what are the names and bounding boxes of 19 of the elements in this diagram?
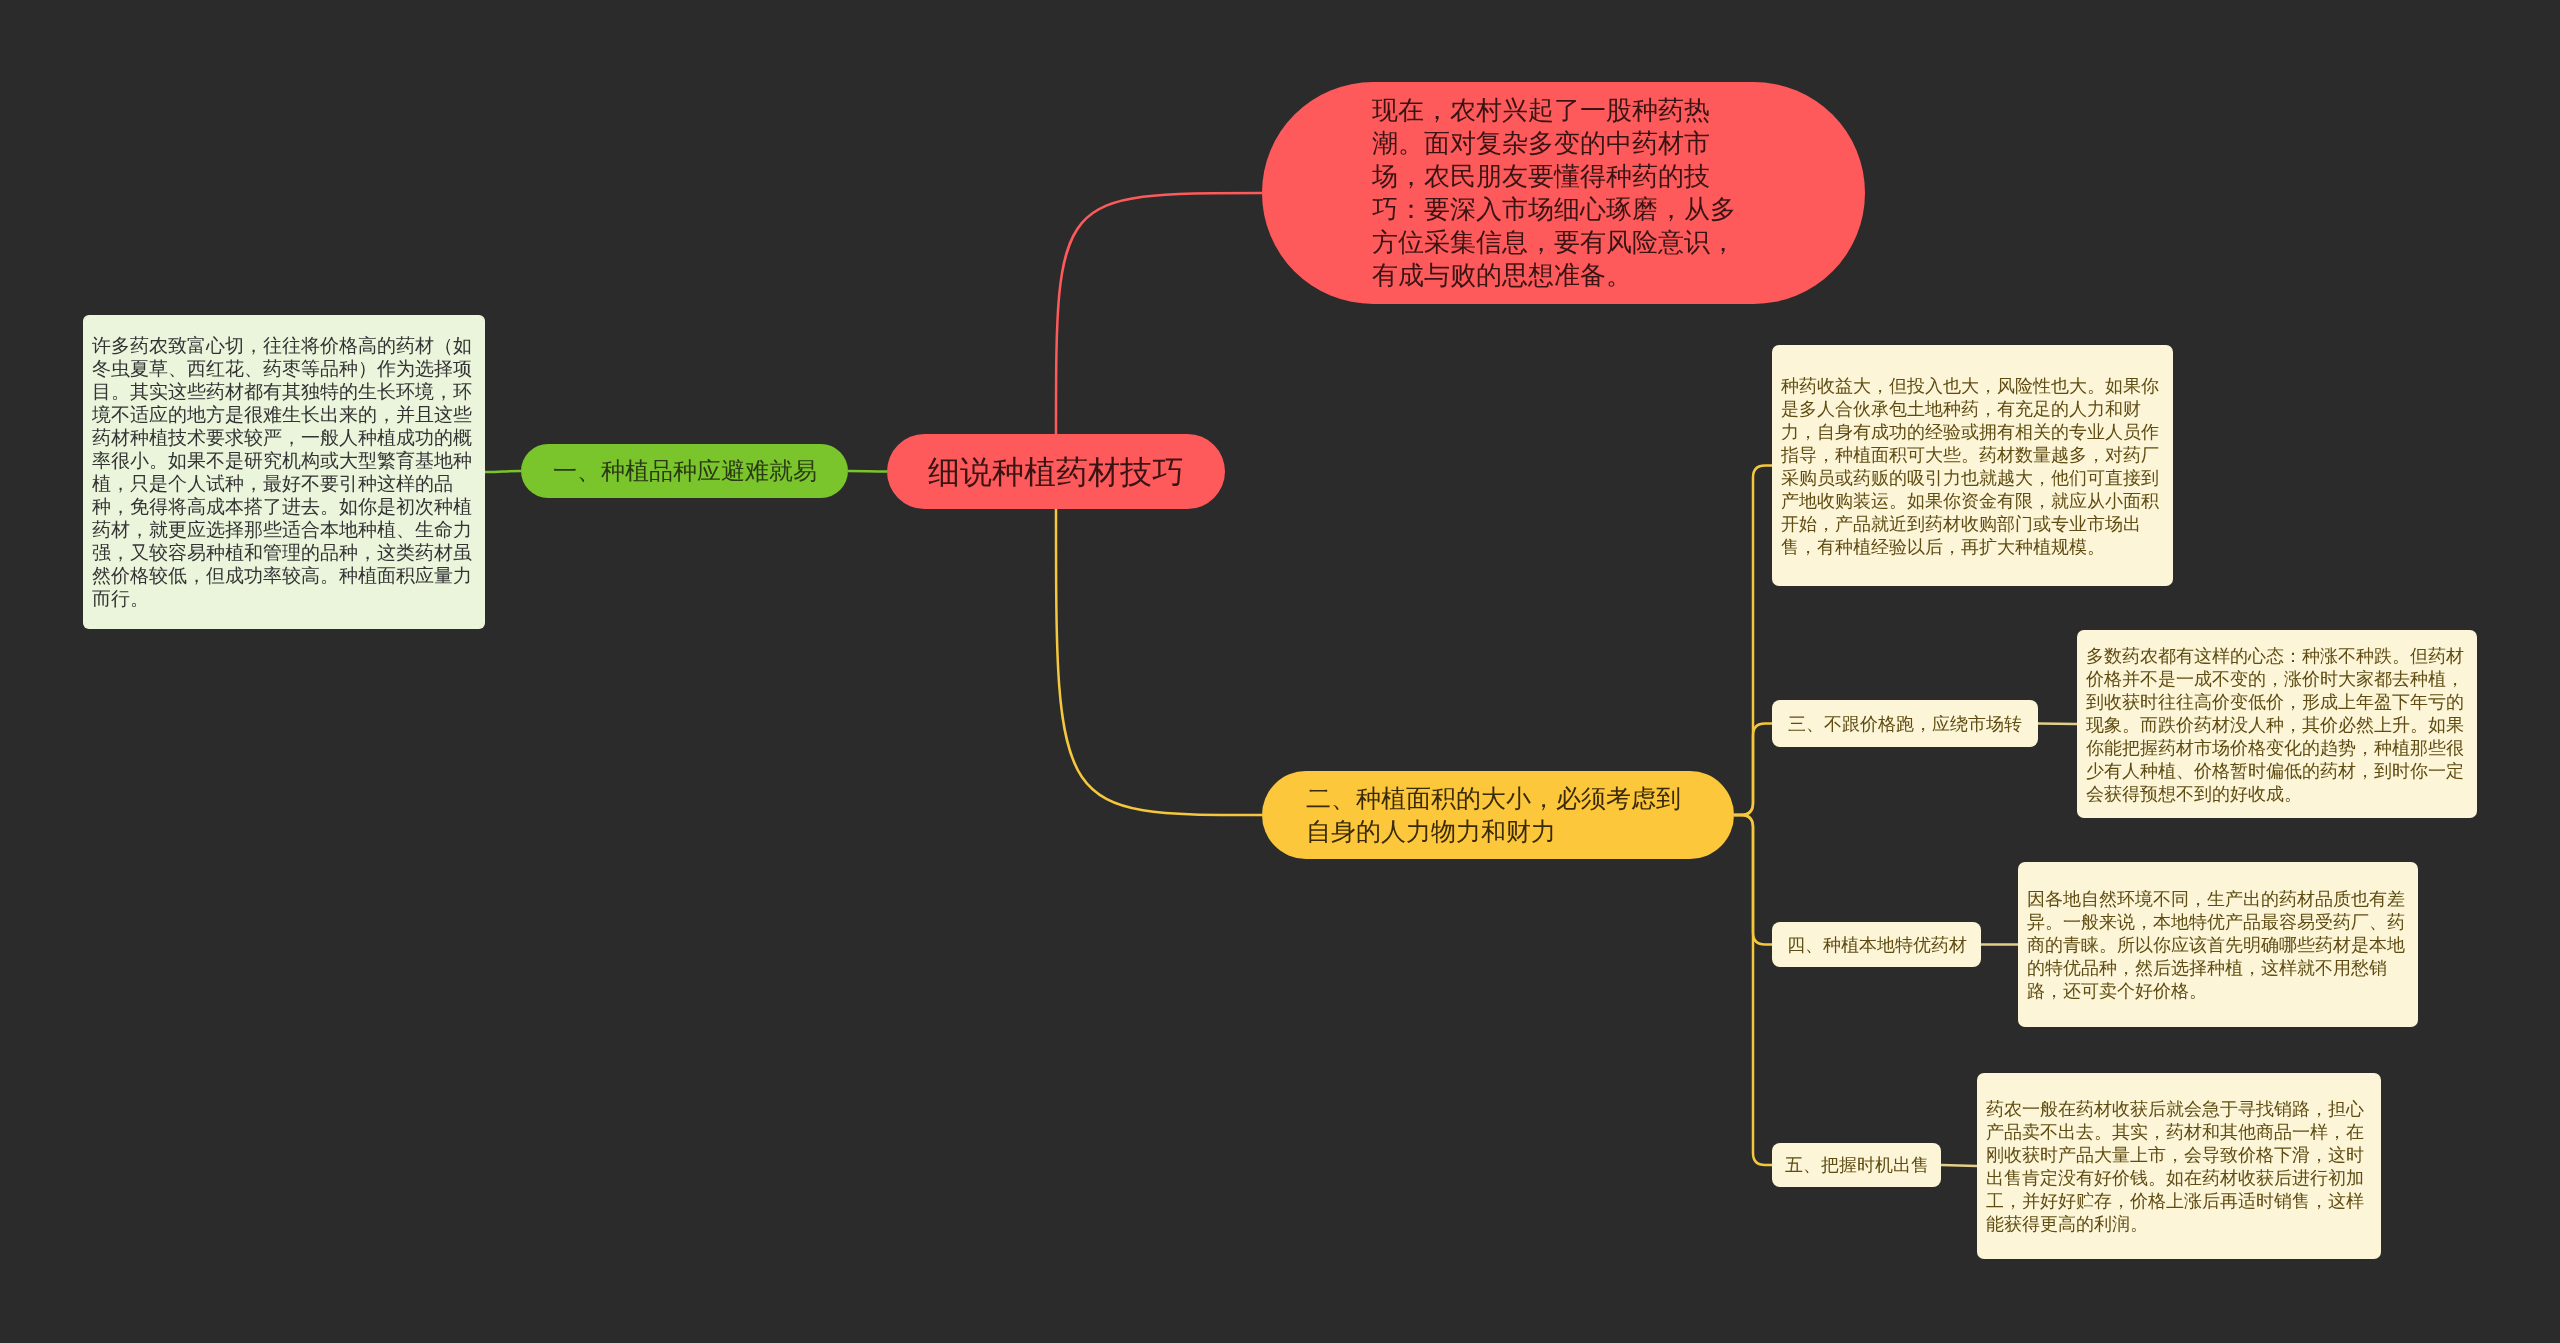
connector-line [1940,1163,1978,1168]
central-topic: 细说种植药材技巧 [887,434,1225,509]
connector-line [1054,191,1262,434]
subtopic-label: 五、把握时机出售 [1772,1143,1941,1187]
note-card: 药农一般在药材收获后就会急于寻找销路，担心产品卖不出去。其实，药材和其他商品一样，在刚收获时产品大量上市，会导致价格下滑，这时出售肯定没有好价钱。如在药材收获后进行初加工，并好好贮存，价格上涨后再适时销售，这样能获得更高的利润。 [1977,1073,2381,1259]
connector-line [1981,943,2018,946]
branch-topic: 二、种植面积的大小，必须考虑到自身的人力物力和财力 [1262,771,1734,859]
connector-line [2038,722,2077,726]
note-card: 许多药农致富心切，往往将价格高的药材（如冬虫夏草、西红花、药枣等品种）作为选择项目。其实这些药材都有其独特的生长环境，环境不适应的地方是很难生长出来的，并且这些药材种植技术要求较严，一般人种植成功的概率很小。如果不是研究机构或大型繁育基地种植，只是个人试种，最好不要引种这样的品种，免得将高成本搭了进去。如你是初次种植药材，就更应选择那些适合本地种植、生命力强，又较容易种植和管理的品种，这类药材虽然价格较低，但成功率较高。种植面积应量力而行。 [83,315,485,629]
note-card: 因各地自然环境不同，生产出的药材品质也有差异。一般来说，本地特优产品最容易受药厂、药商的青睐。所以你应该首先明确哪些药材是本地的特优品种，然后选择种植，这样就不用愁销路，还可卖个好价格。 [2018,862,2418,1027]
subtopic-label: 三、不跟价格跑，应绕市场转 [1772,700,2038,747]
connector-line [848,469,887,473]
connector-line [485,469,521,474]
subtopic-label: 四、种植本地特优药材 [1772,922,1981,967]
branch-topic: 一、种植品种应避难就易 [521,444,848,498]
connector-line [1054,509,1262,817]
note-card: 种药收益大，但投入也大，风险性也大。如果你是多人合伙承包土地种药，有充足的人力和财力，自身有成功的经验或拥有相关的专业人员作指导，种植面积可大些。药材数量越多，对药厂采购员或药贩的吸引力也就越大，他们可直接到产地收购装运。如果你资金有限，就应从小面积开始，产品就近到药材收购部门或专业市场出售，有种植经验以后，再扩大种植规模。 [1772,345,2173,586]
intro-bubble: 现在，农村兴起了一股种药热潮。面对复杂多变的中药材市场，农民朋友要懂得种药的技巧：要深入市场细心琢磨，从多方位采集信息，要有风险意识，有成与败的思想准备。 [1262,82,1865,304]
note-card: 多数药农都有这样的心态：种涨不种跌。但药材价格并不是一成不变的，涨价时大家都去种植，到收获时往往高价变低价，形成上年盈下年亏的现象。而跌价药材没人种，其价必然上升。如果你能把握药材市场价格变化的趋势，种植那些很少有人种植、价格暂时偏低的药材，到时你一定会获得预想不到的好收成。 [2077,630,2477,818]
